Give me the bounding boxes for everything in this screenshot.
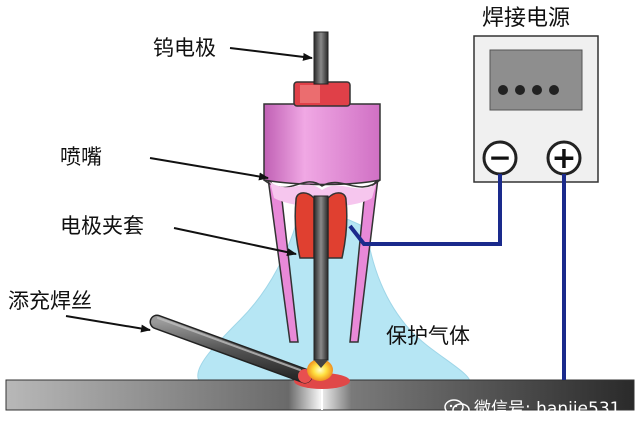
label-electrode-collet: 电极夹套 xyxy=(60,214,144,238)
tungsten-electrode-lower xyxy=(313,195,329,361)
label-shielding-gas: 保护气体 xyxy=(386,324,470,348)
display-dot xyxy=(532,85,542,95)
label-nozzle: 喷嘴 xyxy=(60,145,102,169)
power-display xyxy=(489,49,583,111)
negative-cable xyxy=(348,174,502,246)
wechat-icon xyxy=(444,399,470,417)
watermark-text: 微信号: hanjie531 xyxy=(474,399,621,419)
positive-terminal-label: + xyxy=(551,141,576,176)
label-filler-wire: 添充焊丝 xyxy=(8,289,92,313)
label-power-source: 焊接电源 xyxy=(482,6,571,31)
tungsten-electrode-rod xyxy=(313,31,329,85)
welding-arc xyxy=(307,359,333,381)
nozzle xyxy=(263,103,381,343)
arrow-collet xyxy=(173,227,297,257)
display-dot xyxy=(498,85,508,95)
arrow-filler xyxy=(65,315,151,333)
display-dot xyxy=(549,85,559,95)
arrow-electrode xyxy=(229,47,313,61)
label-tungsten-electrode: 钨电极 xyxy=(153,36,216,60)
negative-terminal-label: − xyxy=(488,141,511,174)
arrow-nozzle xyxy=(149,157,269,181)
display-dot xyxy=(515,85,525,95)
filler-wire xyxy=(149,314,313,384)
power-source-box: − + xyxy=(473,35,599,183)
watermark: 微信号: hanjie531 xyxy=(444,394,620,419)
